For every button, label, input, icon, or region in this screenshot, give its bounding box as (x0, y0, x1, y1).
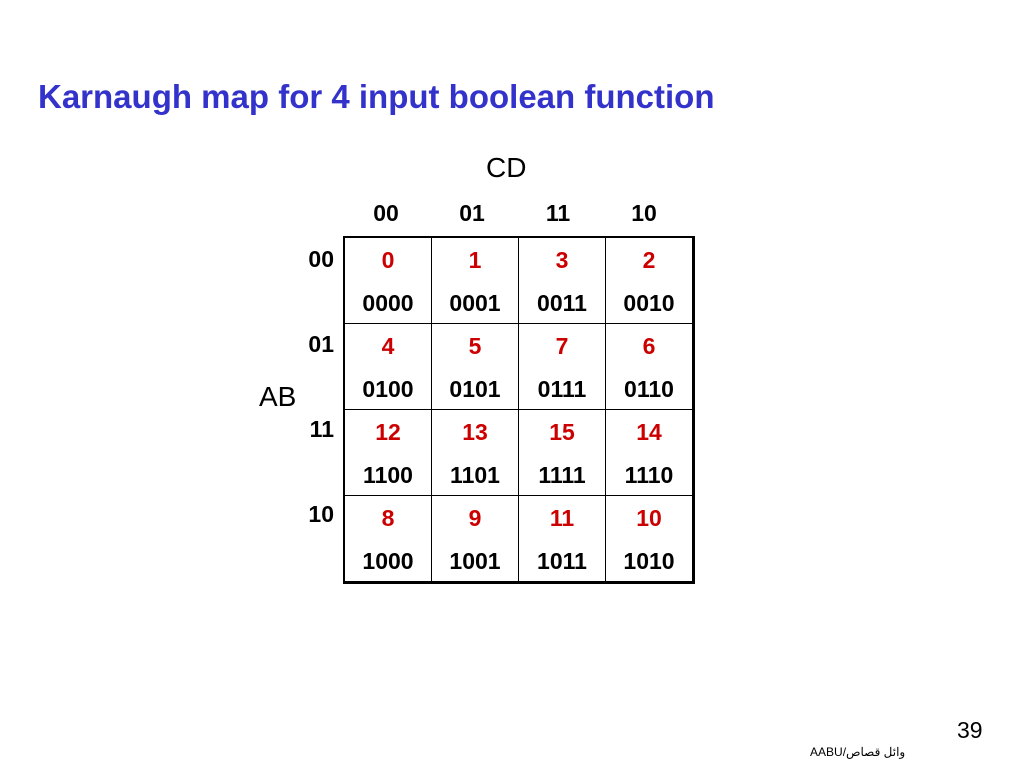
cell-binary-code: 0011 (537, 290, 587, 316)
kmap-cell: 7 0111 (518, 323, 606, 410)
cell-binary-code: 1010 (623, 548, 675, 574)
cell-binary-code: 0111 (537, 376, 587, 402)
cell-binary-code: 1011 (537, 548, 587, 574)
cell-binary-code: 1101 (450, 462, 500, 488)
cell-minterm-index: 3 (555, 247, 569, 273)
cell-minterm-index: 9 (468, 505, 482, 531)
cell-binary-code: 0101 (449, 376, 501, 402)
kmap-cell: 15 1111 (518, 409, 606, 496)
cell-binary-code: 1111 (538, 462, 586, 488)
kmap-cell: 12 1100 (343, 409, 432, 496)
column-header-10: 10 (631, 200, 657, 226)
kmap-cell: 10 1010 (605, 495, 694, 583)
cell-binary-code: 0000 (362, 290, 414, 316)
column-header-11: 11 (545, 200, 571, 226)
kmap-cell: 4 0100 (343, 323, 432, 410)
cell-binary-code: 0110 (624, 376, 674, 402)
cell-minterm-index: 4 (381, 333, 395, 359)
cell-minterm-index: 7 (555, 333, 569, 359)
cell-minterm-index: 5 (468, 333, 482, 359)
page-number: 39 (957, 717, 983, 743)
kmap-cell: 13 1101 (431, 409, 519, 496)
cell-minterm-index: 10 (636, 505, 662, 531)
row-header-00: 00 (308, 246, 334, 272)
cell-binary-code: 0100 (362, 376, 414, 402)
cell-minterm-index: 2 (642, 247, 656, 273)
karnaugh-map-grid: 0 0000 1 0001 3 0011 2 0010 4 0100 5 (343, 236, 695, 584)
slide-title: Karnaugh map for 4 input boolean functio… (38, 78, 715, 115)
cell-binary-code: 0001 (449, 290, 501, 316)
kmap-cell: 1 0001 (431, 236, 519, 324)
cell-minterm-index: 11 (549, 505, 575, 531)
kmap-row: 4 0100 5 0101 7 0111 6 0110 (343, 323, 694, 410)
column-header-01: 01 (459, 200, 485, 226)
row-header-10: 10 (308, 501, 334, 527)
kmap-cell: 0 0000 (343, 236, 432, 324)
cell-minterm-index: 6 (642, 333, 656, 359)
cell-binary-code: 1001 (449, 548, 501, 574)
kmap-row: 8 1000 9 1001 11 1011 10 1010 (343, 495, 694, 583)
footer-credit: وائل قصاص/AABU (810, 745, 906, 759)
cell-minterm-index: 12 (375, 419, 401, 445)
cell-binary-code: 0010 (623, 290, 675, 316)
row-variable-label: AB (259, 381, 297, 412)
kmap-cell: 2 0010 (605, 236, 694, 324)
cell-binary-code: 1110 (624, 462, 674, 488)
kmap-cell: 14 1110 (605, 409, 694, 496)
kmap-cell: 11 1011 (518, 495, 606, 583)
kmap-row: 0 0000 1 0001 3 0011 2 0010 (343, 236, 694, 324)
cell-minterm-index: 0 (381, 247, 395, 273)
cell-binary-code: 1000 (362, 548, 414, 574)
column-variable-label: CD (486, 152, 527, 183)
row-header-11: 11 (309, 416, 334, 442)
kmap-row: 12 1100 13 1101 15 1111 14 1110 (343, 409, 694, 496)
kmap-cell: 5 0101 (431, 323, 519, 410)
cell-minterm-index: 1 (468, 247, 482, 273)
cell-minterm-index: 15 (549, 419, 575, 445)
cell-minterm-index: 13 (462, 419, 488, 445)
kmap-cell: 8 1000 (343, 495, 432, 583)
kmap-cell: 6 0110 (605, 323, 694, 410)
kmap-cell: 3 0011 (518, 236, 606, 324)
cell-minterm-index: 8 (381, 505, 395, 531)
row-header-01: 01 (308, 331, 334, 357)
cell-minterm-index: 14 (636, 419, 662, 445)
column-header-00: 00 (373, 200, 399, 226)
cell-binary-code: 1100 (363, 462, 413, 488)
kmap-cell: 9 1001 (431, 495, 519, 583)
